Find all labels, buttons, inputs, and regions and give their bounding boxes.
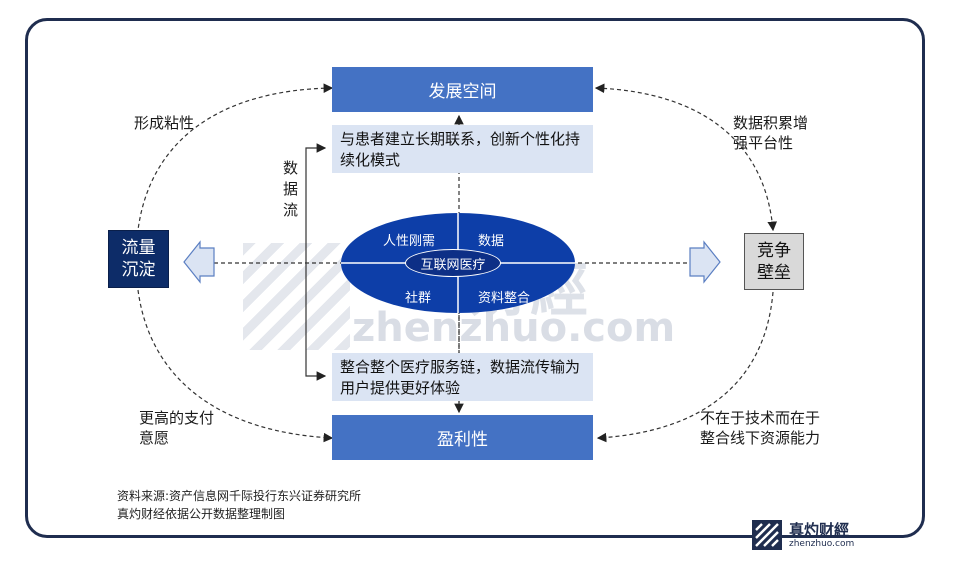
bottom-box-profitability: 盈利性 [332, 415, 593, 460]
label-bottom-right: 不在于技术而在于 整合线下资源能力 [700, 409, 821, 447]
bottom-note: 整合整个医疗服务链，数据流传输为用户提供更好体验 [332, 353, 593, 401]
brand-name: 真灼财經 [789, 521, 850, 539]
hollow-arrow-left-icon [183, 240, 215, 284]
source-note: 资料来源:资产信息网千际投行东兴证券研究所 真灼财经依据公开数据整理制图 [117, 489, 362, 521]
hollow-arrow-right-icon [689, 240, 721, 284]
bottom-box-label: 盈利性 [437, 430, 488, 450]
brand-logo-icon [752, 520, 782, 550]
arc-bottom-right [596, 291, 774, 443]
ellipse-label-bottom-right: 资料整合 [478, 291, 531, 306]
top-note: 与患者建立长期联系，创新个性化持续化模式 [332, 125, 593, 173]
ellipse-center-label: 互联网医疗 [405, 249, 501, 277]
right-box-competitive-barrier: 竞争 壁垒 [744, 233, 804, 290]
arc-top-right [594, 83, 778, 232]
bottom-note-text: 整合整个医疗服务链，数据流传输为用户提供更好体验 [340, 358, 581, 397]
watermark-logo-icon [243, 243, 350, 350]
brand-url: zhenzhuo.com [789, 539, 855, 549]
watermark-en: zhenzhuo.com [352, 305, 676, 351]
top-box-label: 发展空间 [428, 82, 497, 102]
label-bottom-left: 更高的支付 意愿 [139, 409, 215, 447]
ellipse-label-top-left: 人性刚需 [383, 234, 436, 249]
data-flow-label: 数 据 流 [283, 159, 299, 219]
ellipse-label-top-right: 数据 [478, 234, 505, 249]
label-top-right: 数据积累增 强平台性 [733, 114, 809, 152]
top-box-development-space: 发展空间 [332, 67, 593, 112]
ellipse-label-bottom-left: 社群 [405, 291, 432, 306]
diagram-frame [25, 18, 925, 538]
label-top-left: 形成粘性 [134, 114, 195, 132]
arc-bottom-left [137, 289, 334, 443]
arc-top-left [137, 83, 334, 231]
top-note-text: 与患者建立长期联系，创新个性化持续化模式 [340, 130, 581, 169]
left-box-traffic: 流量 沉淀 [108, 230, 169, 288]
data-flow-bracket [305, 143, 327, 381]
